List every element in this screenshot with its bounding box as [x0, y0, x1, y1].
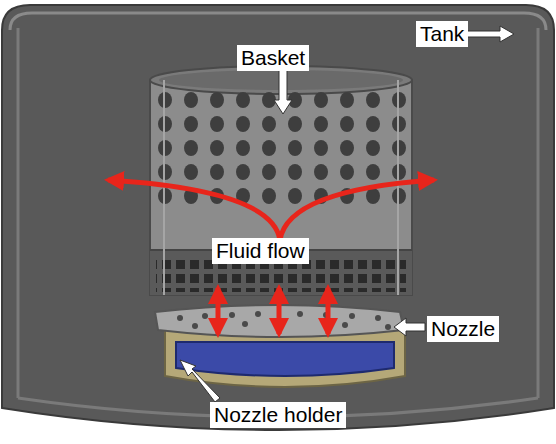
part-label: Fluid flow	[212, 238, 309, 264]
part-label: Basket	[237, 45, 309, 71]
part-label: Tank	[416, 21, 468, 47]
part-label: Nozzle holder	[210, 402, 346, 428]
part-label: Nozzle	[427, 316, 499, 342]
